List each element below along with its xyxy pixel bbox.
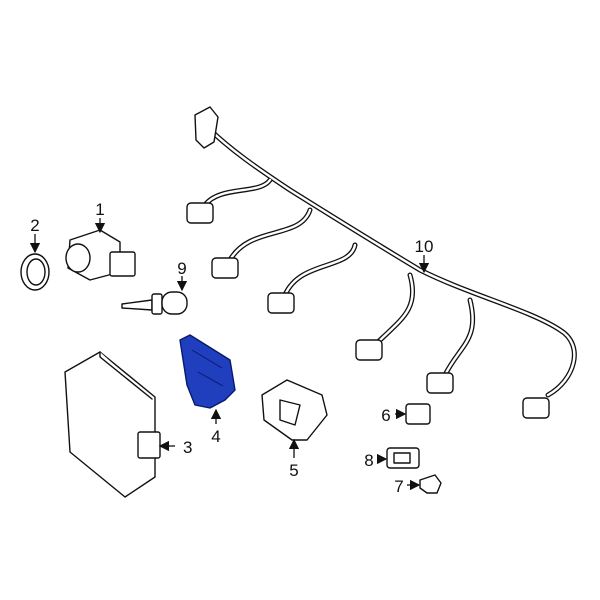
callout-4[interactable]: 4 bbox=[211, 427, 220, 446]
connector[interactable] bbox=[386, 447, 420, 469]
clip[interactable] bbox=[419, 474, 442, 494]
parking-sensor[interactable] bbox=[65, 229, 136, 281]
relay[interactable] bbox=[405, 403, 431, 425]
callout-10[interactable]: 10 bbox=[415, 237, 434, 256]
callout-2[interactable]: 2 bbox=[30, 216, 39, 235]
sensor-bracket[interactable] bbox=[261, 379, 328, 441]
callout-3[interactable]: 3 bbox=[183, 438, 192, 457]
callout-5[interactable]: 5 bbox=[289, 461, 298, 480]
sensor-bulb[interactable] bbox=[121, 291, 188, 315]
callout-1[interactable]: 1 bbox=[95, 200, 104, 219]
wiring-harness[interactable] bbox=[186, 106, 577, 419]
callout-6[interactable]: 6 bbox=[381, 406, 390, 425]
module-bracket-highlighted[interactable] bbox=[179, 334, 236, 409]
callout-9[interactable]: 9 bbox=[177, 259, 186, 278]
control-module[interactable] bbox=[64, 351, 161, 498]
callout-7[interactable]: 7 bbox=[394, 477, 403, 496]
sensor-ring[interactable] bbox=[20, 253, 50, 291]
callout-8[interactable]: 8 bbox=[364, 451, 373, 470]
